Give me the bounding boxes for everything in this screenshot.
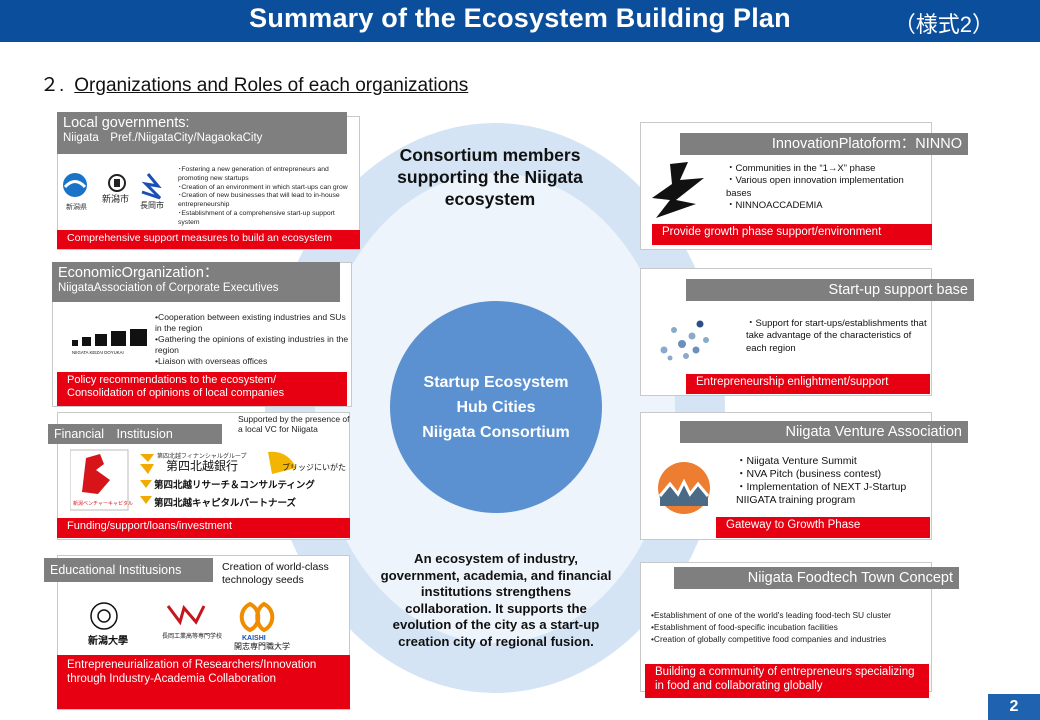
economic-organization-label: EconomicOrganization： NiigataAssociation… — [52, 262, 340, 302]
foodtech-bullet-1: •Establishment of one of the world's lea… — [651, 610, 892, 620]
economic-bullet-2: •Gathering the opinions of existing indu… — [155, 334, 349, 355]
ninno-bullet-1: ・Communities in the “1→X” phase — [726, 163, 876, 174]
section-title: Organizations and Roles of each organiza… — [74, 75, 469, 96]
local-government-logos: 新潟県 新潟市 長岡市 — [63, 173, 164, 211]
logo-kaishi: KAISHI — [242, 635, 266, 642]
nva-bullets: ・Niigata Venture Summit ・NVA Pitch (busi… — [736, 455, 932, 508]
educational-institutions-note: Creation of world-class technology seeds — [222, 561, 329, 587]
local-governments-bullets: ･Fostering a new generation of entrepren… — [178, 166, 358, 228]
startup-base-role: Entrepreneurship enlightment/support — [686, 374, 930, 394]
local-bullet-1: ･Fostering a new generation of entrepren… — [178, 166, 329, 182]
foodtech-bullet-3: •Creation of globally competitive food c… — [651, 633, 887, 644]
hub-circle — [390, 301, 602, 513]
consortium-members-text: Consortium members supporting the Niigat… — [397, 145, 583, 209]
economic-organization-title: EconomicOrganization： — [58, 265, 219, 281]
keizai-doyukai-logo: NIIGATA KEIZAI DOYUKAI — [72, 329, 147, 355]
daishi-group-logo-icon — [140, 454, 154, 462]
economic-organization-bullets: •Cooperation between existing industries… — [155, 312, 350, 367]
ninno-bullet-2: ・Various open innovation implementation … — [726, 175, 904, 199]
financial-institution-note: Supported by the presence of a local VC … — [238, 414, 350, 435]
hub-label: Startup Ecosystem Hub Cities Niigata Con… — [392, 370, 600, 445]
nva-logo-icon — [658, 462, 710, 514]
financial-institution-logos: 新潟ベンチャーキャピタル 第四北越フィナンシャルグループ 第四北越銀行 ブリッジ… — [70, 449, 346, 511]
local-governments-role: Comprehensive support measures to build … — [57, 230, 360, 249]
startup-base-label: Start-up support base — [686, 279, 974, 301]
logo-daishi-bank: 第四北越銀行 — [166, 459, 238, 473]
local-governments-label: Local governments: Niigata Pref./Niigata… — [57, 112, 347, 154]
page-title: Summary of the Ecosystem Building Plan — [249, 3, 791, 33]
educational-institutions-label: Educational Institusions — [44, 558, 213, 582]
section-heading: ２. Organizations and Roles of each organi… — [40, 70, 468, 97]
foodtech-label: Niigata Foodtech Town Concept — [674, 567, 959, 589]
financial-institution-role: Funding/support/loans/investment — [57, 518, 350, 538]
logo-bridge-niigata: ブリッジにいがた — [282, 462, 346, 472]
niigata-pref-logo-icon — [63, 173, 87, 197]
hub-line-3: Niigata Consortium — [422, 424, 570, 441]
nagaoka-kosen-logo-icon — [166, 604, 206, 626]
header-bar — [0, 0, 1040, 42]
niigata-univ-logo-icon — [90, 602, 118, 630]
educational-institutions-role: Entrepreneurialization of Researchers/In… — [57, 655, 350, 709]
bridge-niigata-logo-icon — [268, 451, 296, 474]
logo-niigata-city: 新潟市 — [102, 193, 129, 204]
ninno-bullets: ・Communities in the “1→X” phase ・Various… — [726, 163, 931, 212]
ninno-logo-icon — [652, 162, 704, 218]
foodtech-bullets: •Establishment of one of the world's lea… — [651, 610, 933, 645]
foodtech-bullet-2: •Establishment of food-specific incubati… — [651, 621, 838, 632]
startup-base-bullet-1: ・Support for start-ups/establishments th… — [746, 318, 927, 354]
ninno-role: Provide growth phase support/environment — [652, 224, 932, 245]
local-governments-subtitle: Niigata Pref./NiigataCity/NagaokaCity — [63, 131, 263, 144]
economic-organization-subtitle: NiigataAssociation of Corporate Executiv… — [58, 281, 279, 294]
logo-kaishi-univ: 開志専門職大学 — [234, 641, 290, 651]
niigata-vc-logo-icon — [82, 454, 110, 494]
financial-institution-label: Financial Institusion — [48, 424, 222, 444]
ninno-label: InnovationPlatoform：NINNO — [680, 133, 968, 155]
nagaoka-city-logo-icon — [141, 173, 162, 200]
ecosystem-description: An ecosystem of industry, government, ac… — [380, 551, 612, 649]
foodtech-role: Building a community of entrepreneurs sp… — [645, 664, 929, 698]
logo-daishi-research: 第四北越リサーチ＆コンサルティング — [154, 479, 315, 491]
nva-bullet-3: ・Implementation of NEXT J-Startup NIIGAT… — [736, 481, 907, 507]
local-bullet-2: ･Creation of an environment in which sta… — [178, 183, 348, 191]
educational-institution-logos: 新潟大學 長岡工業高等専門学校 KAISHI 開志専門職大学 — [88, 601, 290, 651]
local-bullet-4: ･Establishment of a comprehensive start-… — [178, 210, 335, 226]
logo-nagaoka-kosen: 長岡工業高等専門学校 — [162, 632, 222, 640]
nva-bullet-2: ・NVA Pitch (business contest) — [736, 468, 882, 481]
logo-niigata-univ: 新潟大學 — [88, 634, 128, 647]
startup-base-bullets: ・Support for start-ups/establishments th… — [746, 318, 932, 355]
page-number: 2 — [988, 694, 1040, 720]
economic-bullet-1: •Cooperation between existing industries… — [155, 312, 346, 333]
startup-base-map-icon — [660, 320, 709, 361]
logo-keizai-doyukai: NIIGATA KEIZAI DOYUKAI — [72, 350, 124, 355]
nva-label: Niigata Venture Association — [680, 421, 968, 443]
logo-daishi-capital: 第四北越キャピタルパートナーズ — [154, 497, 297, 509]
hub-line-2: Hub Cities — [456, 399, 536, 416]
nva-bullet-1: ・Niigata Venture Summit — [736, 455, 857, 467]
logo-niigata-vc: 新潟ベンチャーキャピタル — [73, 500, 133, 507]
local-bullet-3: ･Creation of new businesses that will le… — [178, 192, 340, 209]
logo-daishi-group: 第四北越フィナンシャルグループ — [157, 452, 247, 460]
ninno-bullet-3: ・NINNOACCADEMIA — [726, 200, 823, 212]
nva-role: Gateway to Growth Phase — [716, 517, 930, 538]
economic-organization-role: Policy recommendations to the ecosystem/… — [57, 372, 347, 406]
logo-nagaoka-city: 長岡市 — [140, 200, 164, 210]
economic-bullet-3: •Liaison with overseas offices — [155, 356, 268, 366]
niigata-city-logo-icon — [108, 174, 126, 192]
form-number: （様式2） — [893, 12, 994, 37]
section-number: ２. — [40, 75, 65, 96]
logo-niigata-pref: 新潟県 — [66, 202, 87, 211]
hub-line-1: Startup Ecosystem — [423, 374, 569, 391]
local-governments-title: Local governments: — [63, 115, 190, 131]
